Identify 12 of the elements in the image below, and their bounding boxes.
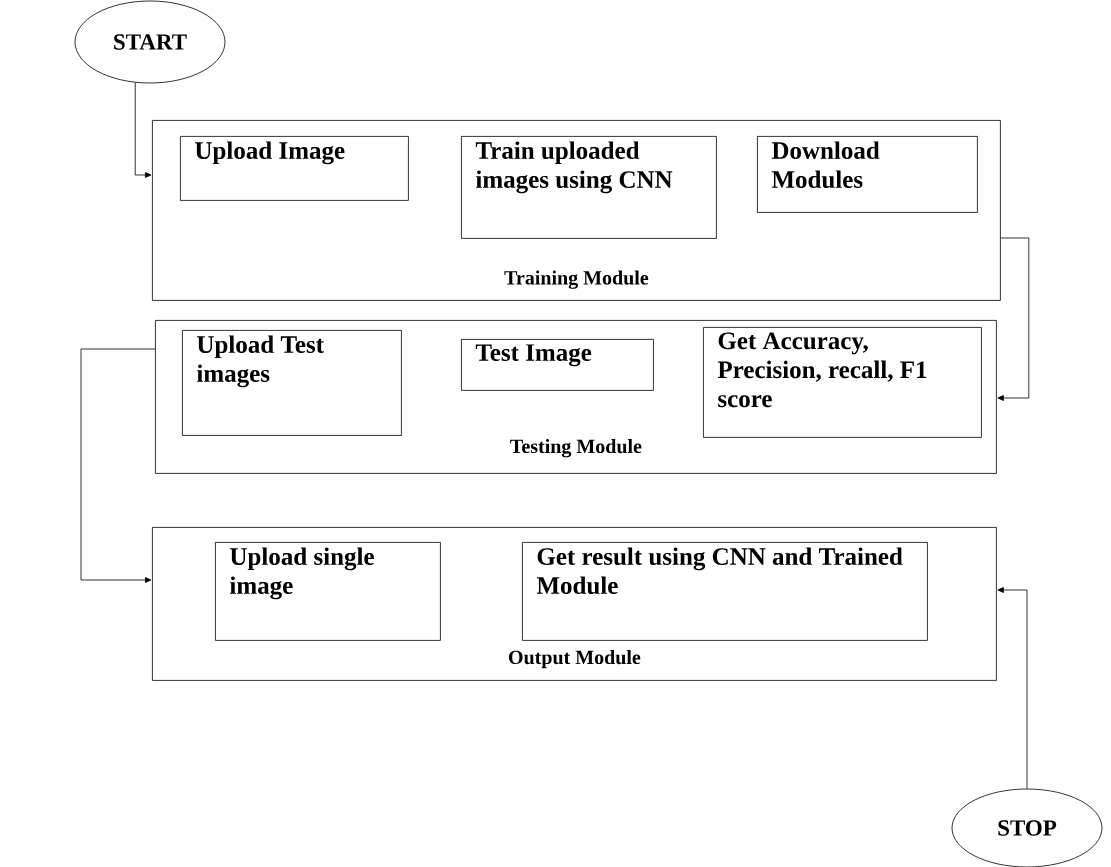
arrow bbox=[997, 237, 1030, 401]
process-box: Upload Test images bbox=[182, 330, 402, 436]
arrow bbox=[134, 82, 152, 178]
process-box: Download Modules bbox=[757, 136, 978, 213]
process-box: Train uploaded images using CNN bbox=[461, 136, 717, 239]
arrow bbox=[997, 587, 1028, 789]
process-box: Test Image bbox=[461, 339, 654, 391]
process-box: Get result using CNN and Trained Module bbox=[522, 542, 928, 641]
process-box: Get Accuracy, Precision, recall, F1 score bbox=[703, 327, 982, 438]
process-box: Upload single image bbox=[215, 542, 441, 641]
process-box: Upload Image bbox=[180, 136, 409, 201]
arrow bbox=[80, 348, 156, 583]
